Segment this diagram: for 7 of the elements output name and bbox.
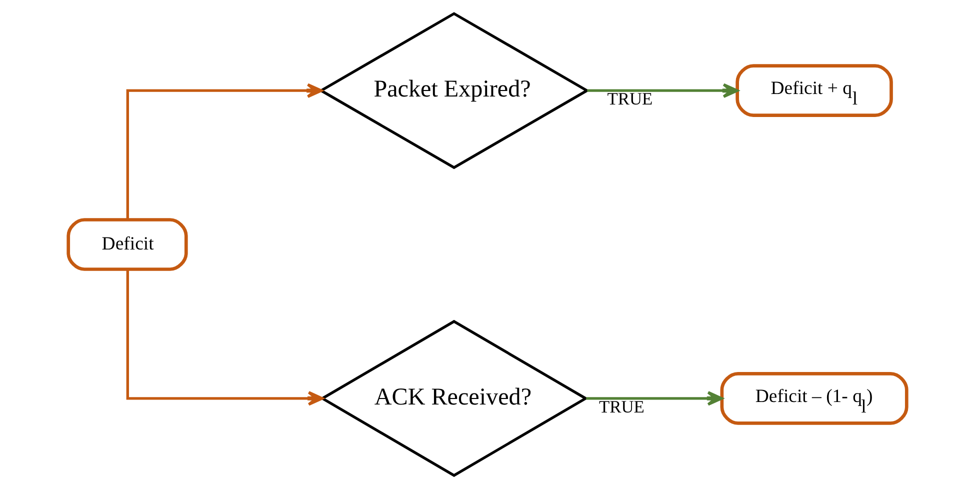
edge-label: TRUE [606, 88, 652, 108]
arrow [586, 391, 722, 406]
arrow [126, 270, 324, 406]
edge-label: TRUE [598, 396, 644, 416]
arrow [126, 83, 322, 220]
node-box: Deficit [66, 218, 188, 271]
arrow [586, 83, 738, 98]
